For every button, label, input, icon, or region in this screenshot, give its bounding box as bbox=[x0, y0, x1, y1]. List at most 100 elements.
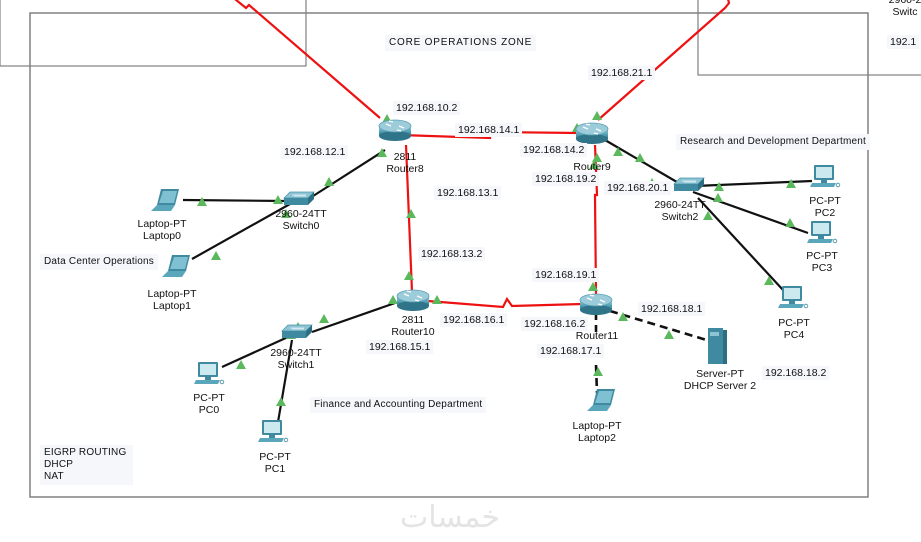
link-status-up-icon bbox=[211, 251, 221, 260]
ip-r8-uplink: 192.168.10.2 bbox=[393, 101, 461, 115]
watermark: خمسات bbox=[400, 500, 501, 535]
link-r9-uplink[interactable] bbox=[597, 0, 731, 121]
zone-title-data-center: Data Center Operations bbox=[40, 254, 159, 270]
link-r9-r11[interactable] bbox=[593, 144, 599, 297]
link-status-up-icon bbox=[404, 271, 414, 280]
link-status-up-icon bbox=[589, 160, 599, 169]
ip-r10-r8: 192.168.13.2 bbox=[418, 247, 486, 261]
pc4-icon[interactable] bbox=[778, 286, 809, 309]
link-sw1-pc1[interactable] bbox=[276, 339, 294, 423]
link-sw1-pc0[interactable] bbox=[221, 335, 289, 369]
link-r10-sw1[interactable] bbox=[311, 301, 396, 334]
link-status-up-icon bbox=[593, 367, 603, 376]
zone-title-finance: Finance and Accounting Department bbox=[310, 397, 487, 413]
router10-icon[interactable] bbox=[396, 289, 430, 311]
switch2-icon[interactable] bbox=[673, 177, 705, 191]
link-status-up-icon bbox=[319, 314, 329, 323]
zone-top-right bbox=[697, 0, 921, 76]
link-status-up-icon bbox=[377, 148, 387, 157]
pc1-icon[interactable] bbox=[258, 420, 289, 443]
switch1-icon[interactable] bbox=[281, 324, 313, 338]
link-r8-r10[interactable] bbox=[404, 144, 414, 293]
ip-r8-r10: 192.168.13.1 bbox=[434, 186, 502, 200]
link-r8-uplink[interactable] bbox=[230, 0, 381, 119]
router11-label: 2811Router11 bbox=[575, 330, 619, 342]
ip-r10-sw1: 192.168.15.1 bbox=[366, 340, 434, 354]
offscreen-ip-label: 192.1 bbox=[887, 35, 920, 49]
protocols-note: EIGRP ROUTING DHCP NAT bbox=[40, 445, 133, 485]
link-r11-laptop2[interactable] bbox=[594, 364, 599, 394]
ip-r11-laptop2: 192.168.17.1 bbox=[537, 344, 605, 358]
link-r8-sw0[interactable] bbox=[309, 149, 386, 199]
pc0-icon[interactable] bbox=[194, 362, 225, 385]
link-sw2-pc4[interactable] bbox=[697, 197, 784, 291]
router8-icon[interactable] bbox=[378, 119, 412, 141]
zone-title-research: Research and Development Department bbox=[676, 134, 870, 150]
link-status-up-icon bbox=[618, 312, 628, 321]
link-status-up-icon bbox=[635, 153, 645, 162]
link-status-up-icon bbox=[703, 211, 713, 220]
switch0-icon[interactable] bbox=[283, 191, 315, 205]
ip-r11-server: 192.168.18.1 bbox=[638, 302, 706, 316]
link-status-up-icon bbox=[432, 295, 442, 304]
zone-core bbox=[29, 12, 869, 498]
offscreen-switch-label: 2960-2 Switc bbox=[888, 0, 921, 18]
ip-r9-r8: 192.168.14.2 bbox=[520, 143, 588, 157]
link-sw0-laptop1[interactable] bbox=[191, 203, 291, 260]
ip-r8-sw0: 192.168.12.1 bbox=[281, 145, 349, 159]
link-r11-server[interactable] bbox=[609, 309, 711, 343]
link-status-up-icon bbox=[592, 111, 602, 120]
laptop2-icon[interactable] bbox=[587, 389, 615, 411]
link-status-up-icon bbox=[592, 153, 602, 162]
ip-r8-r9: 192.168.14.1 bbox=[455, 123, 523, 137]
link-status-up-icon bbox=[588, 282, 598, 291]
link-status-up-icon bbox=[664, 330, 674, 339]
link-status-up-icon bbox=[406, 209, 416, 218]
link-status-up-icon bbox=[613, 147, 623, 156]
ip-r10-r11: 192.168.16.1 bbox=[440, 313, 508, 327]
link-status-up-icon bbox=[197, 197, 207, 206]
pc2-icon[interactable] bbox=[810, 165, 841, 188]
zone-title-core: CORE OPERATIONS ZONE bbox=[385, 35, 537, 51]
link-status-up-icon bbox=[276, 397, 286, 406]
router9-label: 2811Router9 bbox=[573, 161, 611, 173]
link-status-up-icon bbox=[764, 276, 774, 285]
link-status-up-icon bbox=[713, 193, 723, 202]
link-status-up-icon bbox=[281, 209, 291, 218]
link-status-up-icon bbox=[236, 360, 246, 369]
link-r9-sw2[interactable] bbox=[604, 139, 683, 186]
link-status-up-icon bbox=[785, 218, 795, 227]
ip-r9-uplink: 192.168.21.1 bbox=[588, 66, 656, 80]
link-status-up-icon bbox=[714, 182, 724, 191]
note-dhcp: DHCP bbox=[44, 459, 74, 470]
zone-top-left bbox=[0, 0, 307, 67]
link-status-up-icon bbox=[388, 295, 398, 304]
server-icon[interactable] bbox=[708, 328, 727, 364]
ip-r9-r11: 192.168.19.2 bbox=[532, 172, 600, 186]
ip-r11-r9: 192.168.19.1 bbox=[532, 268, 600, 282]
note-eigrp: EIGRP ROUTING bbox=[44, 447, 127, 458]
ip-r9-sw2: 192.168.20.1 bbox=[604, 181, 672, 195]
pc3-icon[interactable] bbox=[807, 221, 838, 244]
laptop1-icon[interactable] bbox=[162, 255, 190, 277]
link-sw0-laptop0[interactable] bbox=[182, 198, 286, 203]
router9-icon[interactable] bbox=[575, 122, 609, 144]
laptop0-icon[interactable] bbox=[151, 189, 179, 211]
link-status-up-icon bbox=[786, 179, 796, 188]
router11-icon[interactable] bbox=[579, 293, 613, 315]
link-r10-r11[interactable] bbox=[427, 296, 583, 309]
